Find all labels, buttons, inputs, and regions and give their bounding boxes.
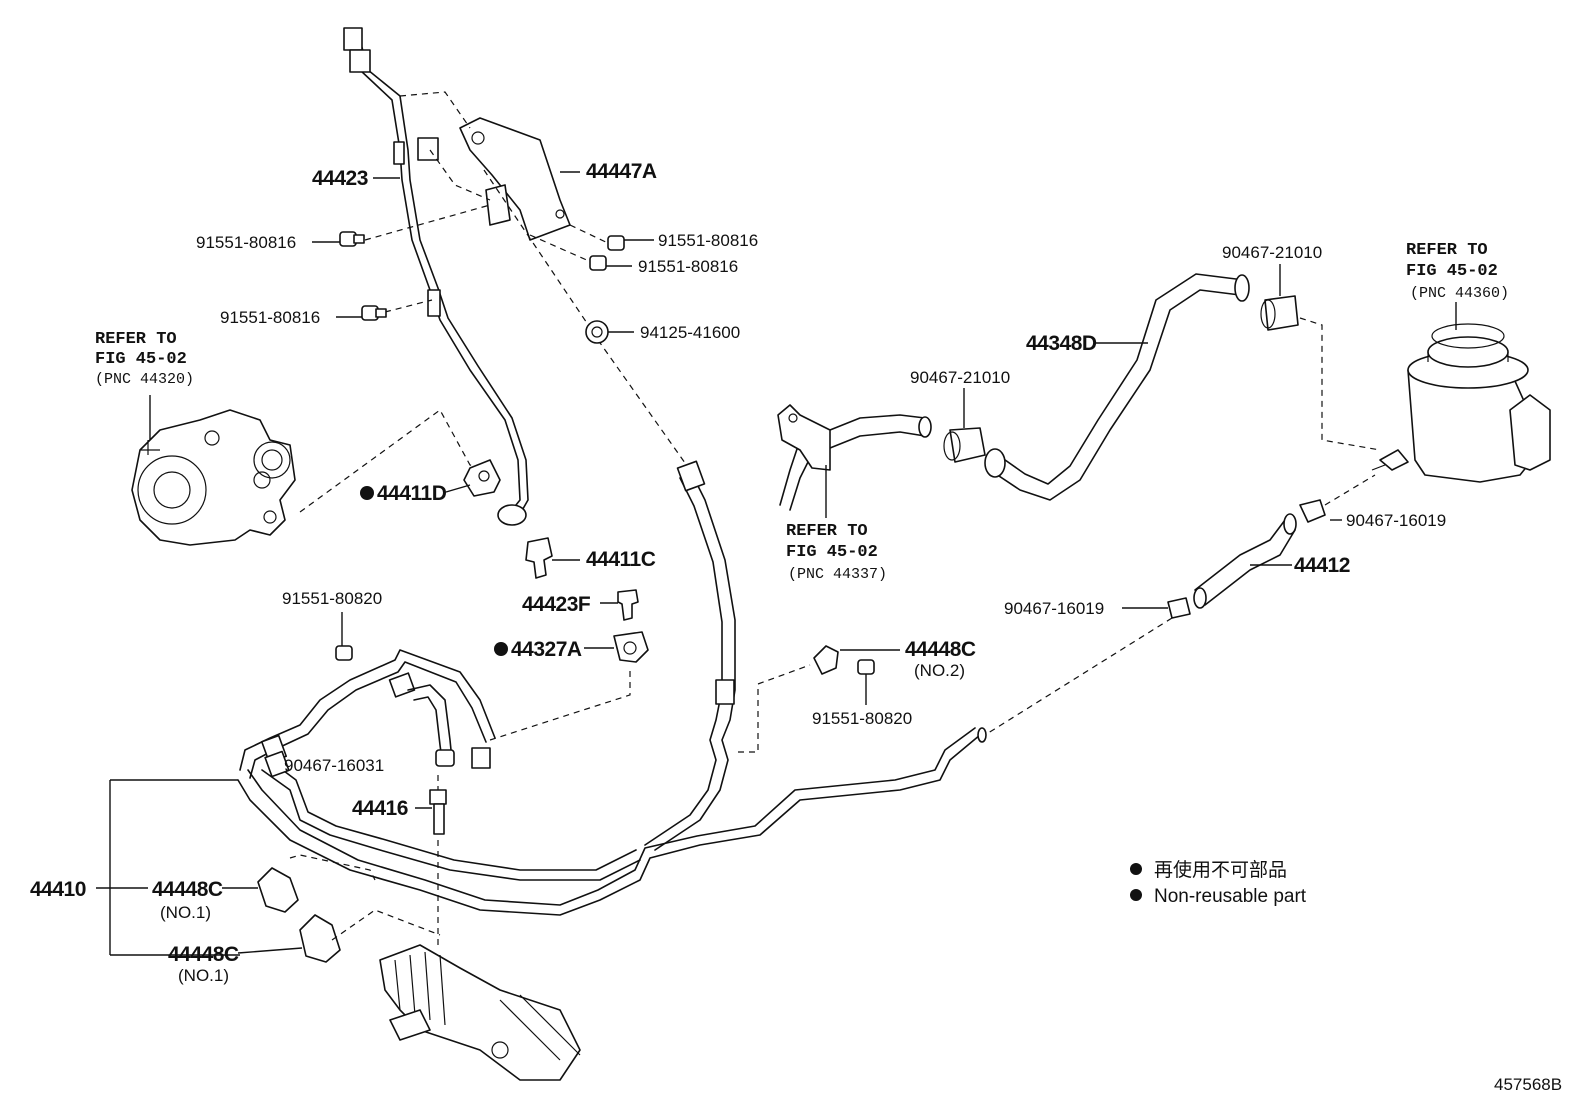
label-bolt-80820-2: 91551-80820 <box>812 709 912 728</box>
label-nut-94125: 94125-41600 <box>640 323 740 342</box>
reservoir-tank <box>1371 323 1551 483</box>
ref-hose-line1: REFER TO <box>786 522 868 541</box>
steering-gear <box>379 944 581 1081</box>
diagram-id: 457568B <box>1494 1075 1562 1094</box>
label-44423: 44423 <box>312 167 368 190</box>
ref-pump-line3: (PNC 44320) <box>95 371 194 388</box>
legend-dot-2 <box>1130 889 1142 901</box>
non-reusable-marker-44411d <box>360 486 374 500</box>
legend-line-japanese: 再使用不可部品 <box>1154 859 1287 881</box>
label-44327a: 44327A <box>511 638 582 661</box>
label-44423f: 44423F <box>522 593 591 616</box>
return-hose-vertical <box>644 460 736 851</box>
small-hose-44416 <box>407 670 631 950</box>
label-44411d: 44411D <box>377 482 447 505</box>
non-reusable-marker-44327a <box>494 642 508 656</box>
ref-tank-line1: REFER TO <box>1406 241 1488 260</box>
ref-tank-line2: FIG 45-02 <box>1406 262 1498 281</box>
label-clamp-16019-b: 90467-16019 <box>1004 599 1104 618</box>
legend-line-english: Non-reusable part <box>1154 886 1307 907</box>
label-bolt-80816-3: 91551-80816 <box>638 257 738 276</box>
tube-assembly-44410 <box>237 649 981 916</box>
label-44348d: 44348D <box>1026 332 1097 355</box>
label-44448c-no2-sub: (NO.2) <box>914 661 965 680</box>
label-clamp-16019-a: 90467-16019 <box>1346 511 1446 530</box>
label-clamp-16031: 90467-16031 <box>284 756 384 775</box>
label-44448c-a: 44448C <box>152 878 223 901</box>
hose-44348d <box>984 273 1381 501</box>
legend: 再使用不可部品 Non-reusable part <box>1130 859 1307 907</box>
label-clamp-21010-a: 90467-21010 <box>1222 243 1322 262</box>
ref-tank-line3: (PNC 44360) <box>1410 285 1509 302</box>
power-steering-pump <box>131 409 296 546</box>
label-bolt-80816-1: 91551-80816 <box>196 233 296 252</box>
label-bolt-80816-4: 91551-80816 <box>220 308 320 327</box>
ref-pump-line1: REFER TO <box>95 330 177 349</box>
label-44412: 44412 <box>1294 554 1350 577</box>
pressure-tube-44423 <box>343 27 529 526</box>
hose-44412 <box>977 474 1376 743</box>
label-44411c: 44411C <box>586 548 656 571</box>
label-44448c-no2: 44448C <box>905 638 976 661</box>
label-44448c-a-sub: (NO.1) <box>160 903 211 922</box>
label-clamp-21010-b: 90467-21010 <box>910 368 1010 387</box>
hose-44337 <box>777 404 932 511</box>
label-44410: 44410 <box>30 878 86 901</box>
bolts <box>335 231 875 675</box>
ref-hose-line3: (PNC 44337) <box>788 566 887 583</box>
label-bolt-80820-1: 91551-80820 <box>282 589 382 608</box>
label-bolt-80816-2: 91551-80816 <box>658 231 758 250</box>
leader-lines <box>96 171 1457 956</box>
label-44447a: 44447A <box>586 160 657 183</box>
clamps-44448c-no1 <box>257 854 441 963</box>
clamp-44448c-no2 <box>738 645 839 753</box>
clamps-21010 <box>943 295 1299 463</box>
ref-hose-line2: FIG 45-02 <box>786 543 878 562</box>
ref-pump-line2: FIG 45-02 <box>95 350 187 369</box>
legend-dot-1 <box>1130 863 1142 875</box>
fittings <box>463 459 649 663</box>
label-44416: 44416 <box>352 797 408 820</box>
label-44448c-b: 44448C <box>168 943 239 966</box>
label-44448c-b-sub: (NO.1) <box>178 966 229 985</box>
bracket-44447a <box>417 117 571 241</box>
